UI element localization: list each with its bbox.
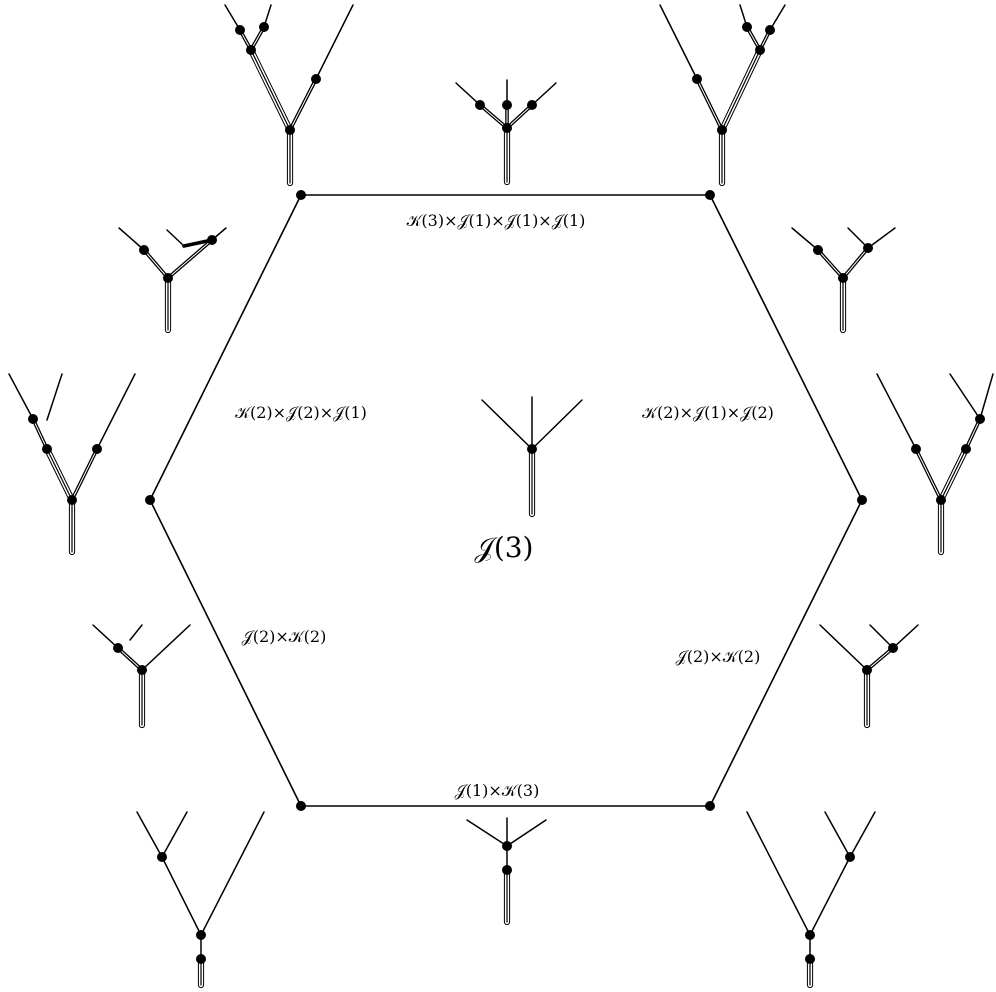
vertex-right	[857, 495, 867, 505]
edge-label-upper-right: 𝒦(2)×𝒥(1)×𝒥(2)	[642, 403, 774, 422]
edge-lower-left	[149, 499, 302, 807]
vertex-bottom-right	[705, 801, 715, 811]
tree-lower-right-edge	[819, 624, 919, 729]
tree-right-vertex	[876, 373, 994, 556]
edge-lower-right	[709, 499, 863, 807]
edge-label-bottom: 𝒥(1)×𝒦(3)	[455, 781, 540, 800]
vertex-top-left	[296, 190, 306, 200]
tree-top-edge	[455, 79, 557, 186]
tree-upper-right-edge	[791, 227, 896, 334]
tree-bottom-left-vertex	[136, 811, 265, 989]
tree-top-left-vertex	[224, 4, 354, 187]
edge-label-upper-left: 𝒦(2)×𝒥(2)×𝒥(1)	[235, 403, 367, 422]
vertex-top-right	[705, 190, 715, 200]
edge-upper-right	[709, 194, 863, 501]
tree-upper-left-edge	[118, 227, 227, 334]
tree-top-right-vertex	[659, 4, 786, 187]
center-tree	[481, 396, 583, 518]
edge-upper-left	[149, 194, 302, 501]
edge-label-top: 𝒦(3)×𝒥(1)×𝒥(1)×𝒥(1)	[407, 211, 586, 230]
tree-bottom-right-vertex	[746, 811, 876, 989]
vertex-left	[145, 495, 155, 505]
tree-lower-left-edge	[92, 624, 191, 729]
tree-bottom-edge	[466, 817, 547, 926]
center-label: 𝒥(3)	[475, 531, 534, 564]
vertex-bottom-left	[296, 801, 306, 811]
tree-left-vertex	[8, 373, 136, 556]
edge-label-lower-right: 𝒥(2)×𝒦(2)	[676, 647, 761, 666]
edge-label-lower-left: 𝒥(2)×𝒦(2)	[242, 627, 327, 646]
hexagon	[145, 190, 867, 811]
